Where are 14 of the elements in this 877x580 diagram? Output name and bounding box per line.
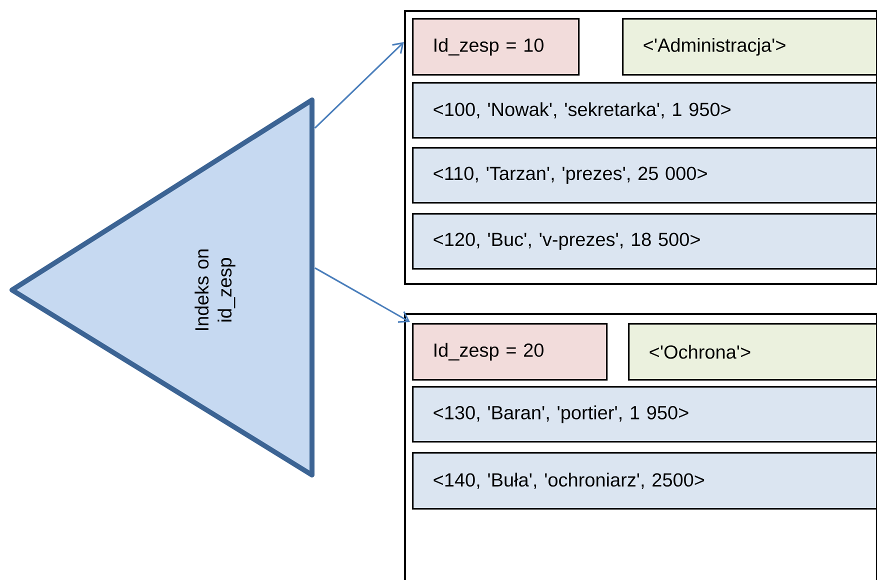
arrow [314,267,410,323]
record-row: <110, 'Tarzan', 'prezes', 25 000> [412,147,877,204]
index-triangle: Indeks on id_zesp [10,98,314,478]
record-block [404,313,877,580]
name-cell: <'Ochrona'> [628,323,877,381]
key-cell: Id_zesp = 10 [412,18,580,76]
record-row: <140, 'Buła', 'ochroniarz', 2500> [412,452,877,510]
name-cell: <'Administracja'> [622,18,877,76]
arrow [314,42,404,129]
key-cell: Id_zesp = 20 [412,323,608,381]
record-row: <120, 'Buc', 'v-prezes', 18 500> [412,213,877,270]
record-row: <130, 'Baran', 'portier', 1 950> [412,386,877,443]
record-row: <100, 'Nowak', 'sekretarka', 1 950> [412,82,877,139]
record-block [404,10,877,285]
